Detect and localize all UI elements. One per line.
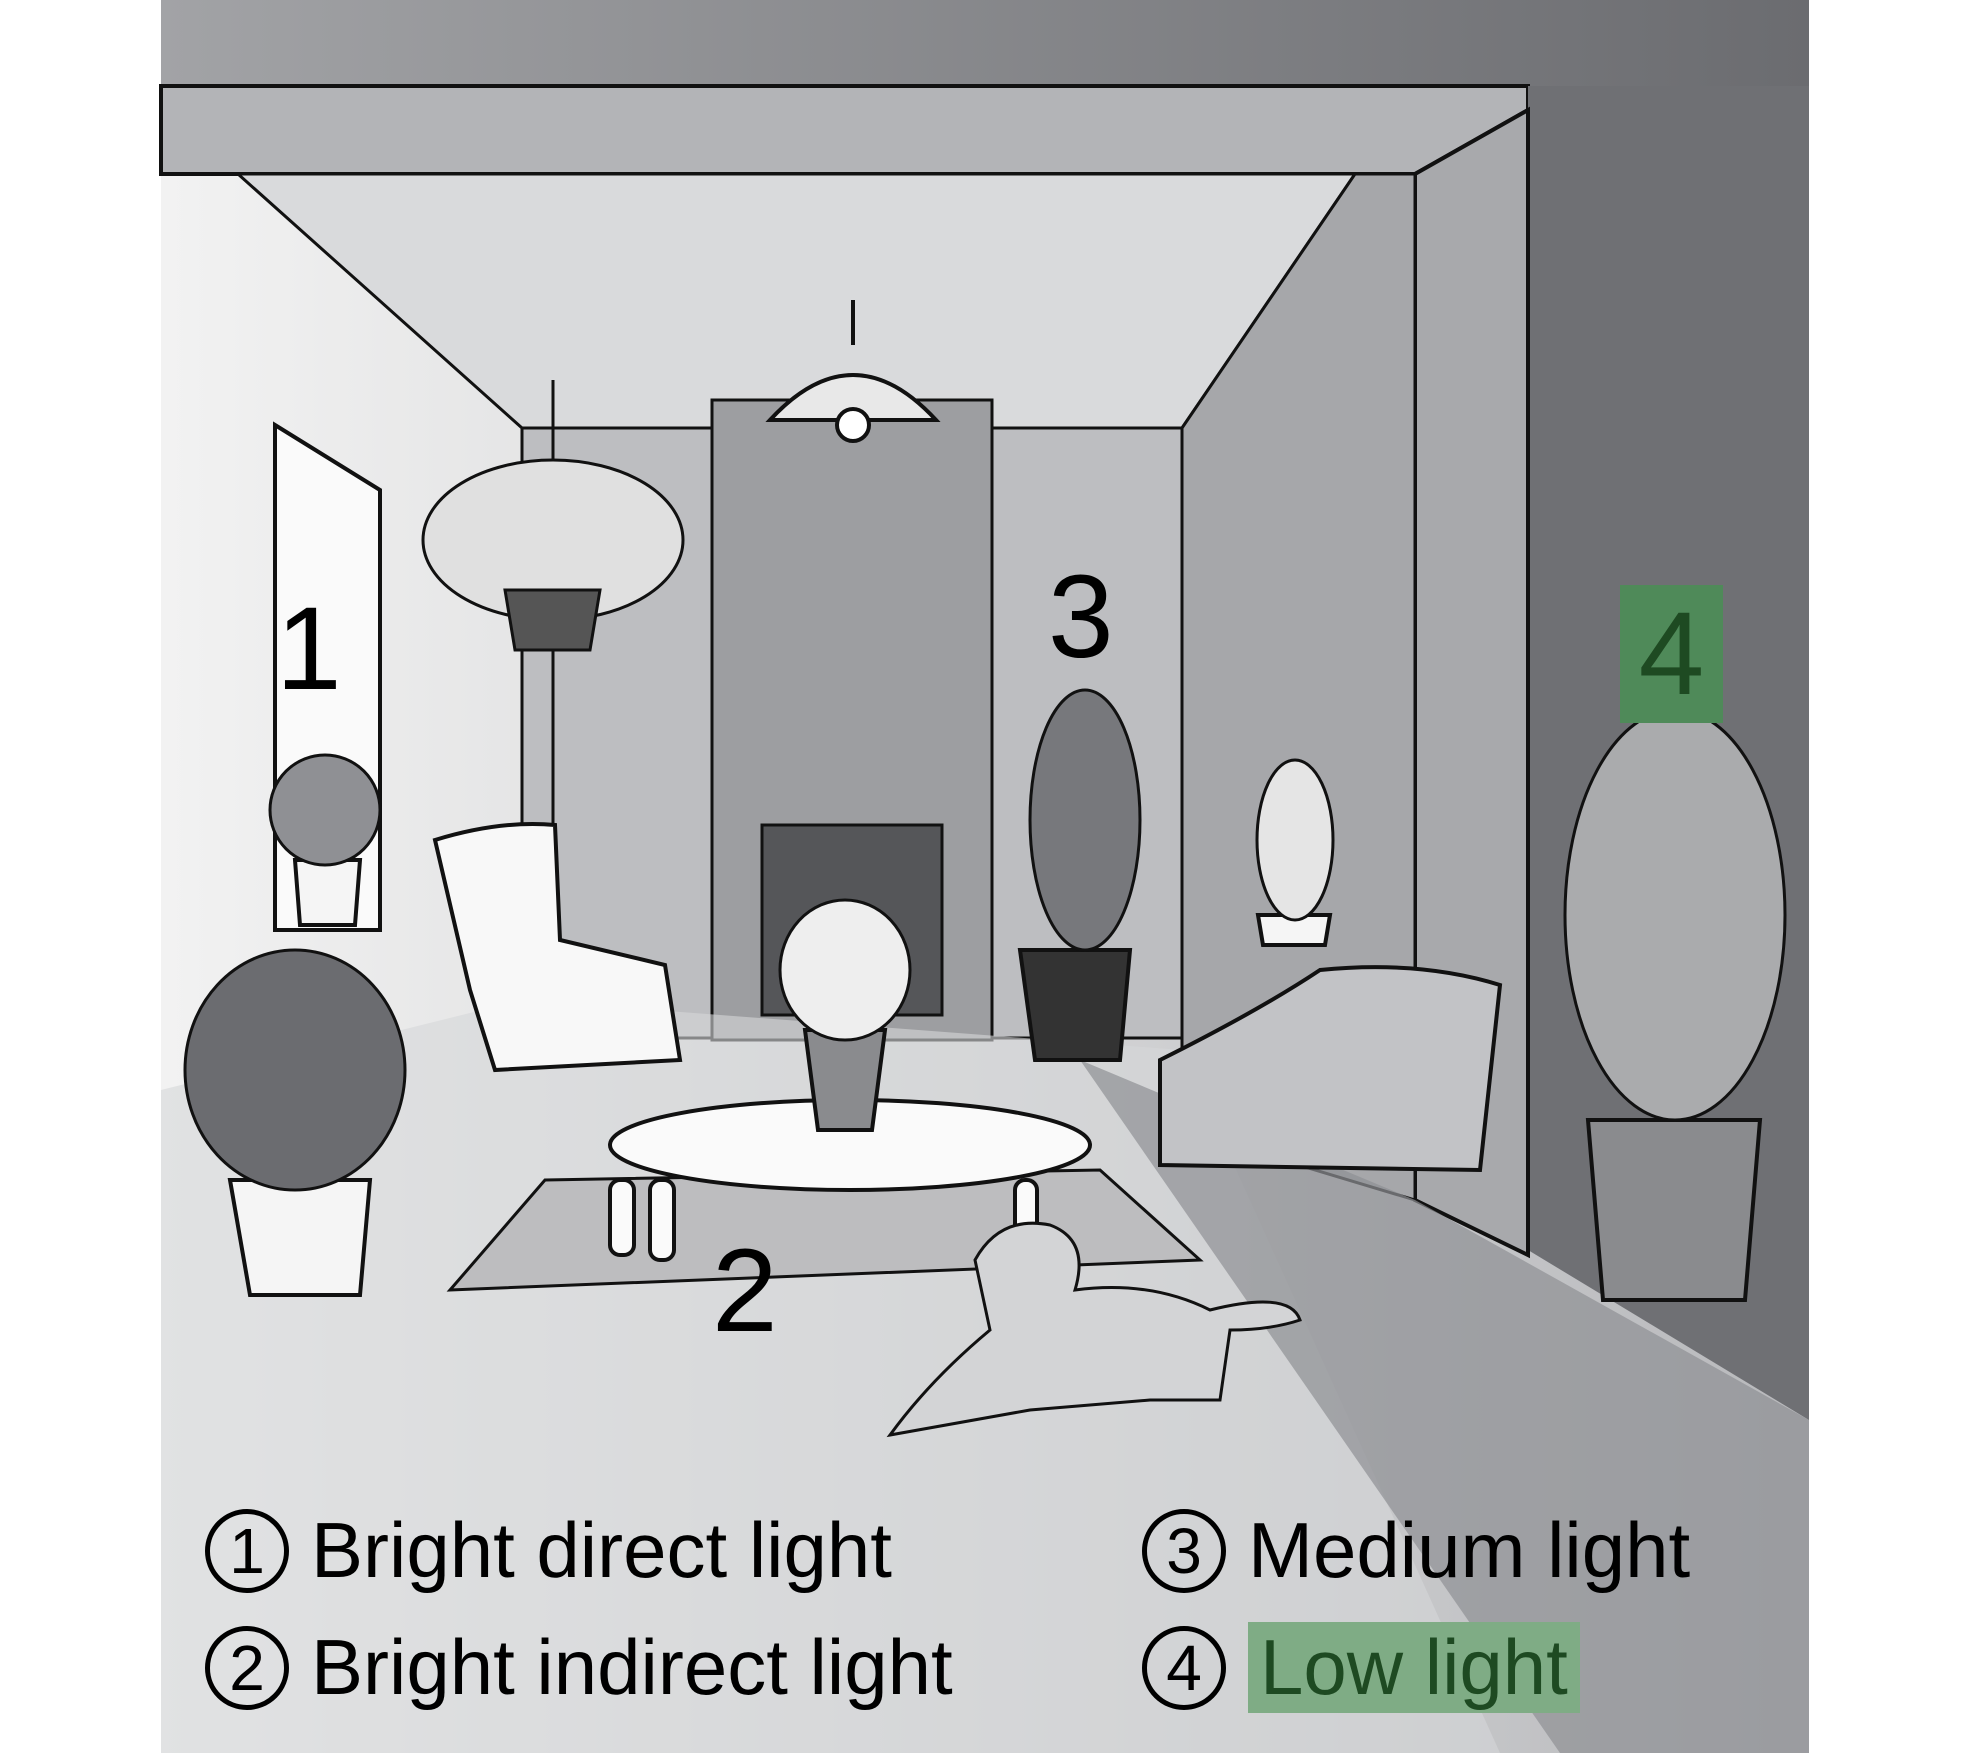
zone-marker-2: 2 xyxy=(712,1225,778,1357)
zone-marker-4: 4 xyxy=(1620,585,1723,723)
circled-number-3: 3 xyxy=(1142,1508,1226,1593)
zone-marker-1: 1 xyxy=(276,583,342,715)
circled-number-4: 4 xyxy=(1142,1625,1226,1710)
legend-label: Medium light xyxy=(1248,1506,1691,1594)
legend-item-4: 4 Low light xyxy=(1142,1622,1580,1713)
zone-marker-3: 3 xyxy=(1048,551,1114,683)
legend-label-highlighted: Low light xyxy=(1248,1622,1580,1713)
legend-item-1: 1 Bright direct light xyxy=(205,1505,892,1596)
armchair-white xyxy=(432,822,683,1073)
plant-foliage xyxy=(183,688,1787,1192)
armchair-gray xyxy=(1158,965,1503,1173)
legend-label: Bright direct light xyxy=(311,1506,892,1594)
plant-pots xyxy=(227,858,1763,1302)
legend-item-3: 3 Medium light xyxy=(1142,1505,1690,1596)
circled-number-2: 2 xyxy=(205,1625,289,1710)
legend-label: Bright indirect light xyxy=(311,1623,953,1711)
hanging-fern xyxy=(421,380,685,1000)
circled-number-1: 1 xyxy=(205,1508,289,1593)
shadow-floor xyxy=(1080,1060,1809,1753)
ceiling-lamp xyxy=(765,300,941,443)
dog xyxy=(886,1221,1302,1438)
legend-item-2: 2 Bright indirect light xyxy=(205,1622,953,1713)
ceiling-frame xyxy=(159,84,1530,176)
